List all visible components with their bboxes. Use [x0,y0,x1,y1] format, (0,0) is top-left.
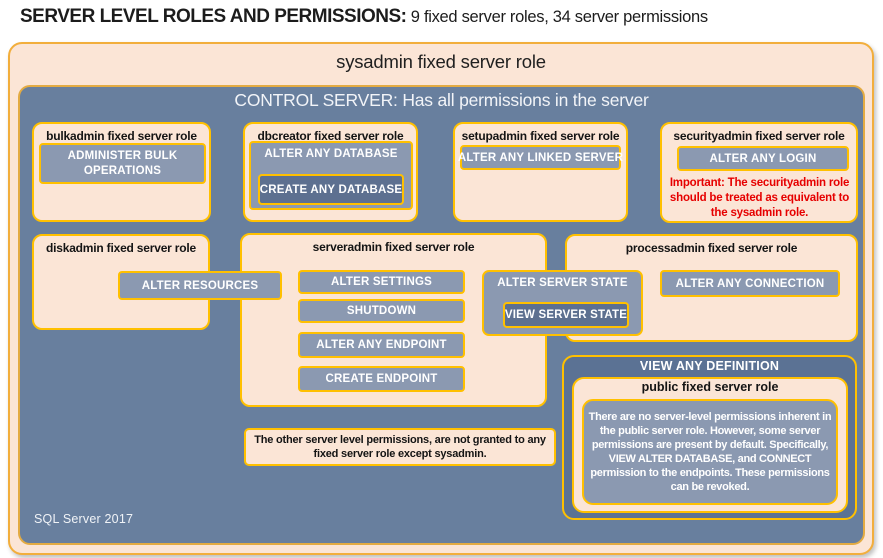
processadmin-role-label: processadmin fixed server role [625,241,798,255]
public-role-description: There are no server-level permissions in… [582,399,838,505]
permission-alter-settings: ALTER SETTINGS [298,270,465,294]
permission-create-endpoint: CREATE ENDPOINT [298,366,465,392]
page-title-main: SERVER LEVEL ROLES AND PERMISSIONS: [20,6,407,27]
setupadmin-role-label: setupadmin fixed server role [461,129,620,143]
permission-alter-any-linked-server: ALTER ANY LINKED SERVER [458,145,623,170]
setupadmin-role-box: setupadmin fixed server role [453,122,628,222]
permission-alter-any-connection: ALTER ANY CONNECTION [660,270,840,297]
securityadmin-role-label: securityadmin fixed server role [673,129,845,143]
diskadmin-role-box: diskadmin fixed server role [32,234,210,330]
permission-alter-resources: ALTER RESOURCES [118,271,282,300]
page-title-subtitle: 9 fixed server roles, 34 server permissi… [406,8,708,26]
sysadmin-role-label: sysadmin fixed server role [336,51,546,72]
other-permissions-note: The other server level permissions, are … [244,428,556,466]
diskadmin-role-label: diskadmin fixed server role [45,241,196,255]
control-server-header: CONTROL SERVER: Has all permissions in t… [234,90,649,110]
permission-shutdown: SHUTDOWN [298,299,465,323]
securityadmin-role-box: securityadmin fixed server role [660,122,858,223]
permission-create-any-database: CREATE ANY DATABASE [258,174,404,205]
sql-server-version-label: SQL Server 2017 [34,512,134,526]
permission-alter-any-endpoint: ALTER ANY ENDPOINT [298,332,465,358]
dbcreator-role-label: dbcreator fixed server role [257,129,404,143]
serveradmin-role-label: serveradmin fixed server role [312,240,475,254]
securityadmin-warning-text: Important: The securityadmin role should… [669,177,850,219]
view-any-definition-label: VIEW ANY DEFINITION [639,359,780,373]
public-role-label: public fixed server role [641,380,779,394]
permission-view-server-state: VIEW SERVER STATE [503,302,629,328]
permission-alter-any-login: ALTER ANY LOGIN [677,146,849,171]
page-title: SERVER LEVEL ROLES AND PERMISSIONS: 9 fi… [20,6,870,28]
permission-administer-bulk-operations: ADMINISTER BULK OPERATIONS [39,143,206,184]
bulkadmin-role-label: bulkadmin fixed server role [46,129,197,143]
